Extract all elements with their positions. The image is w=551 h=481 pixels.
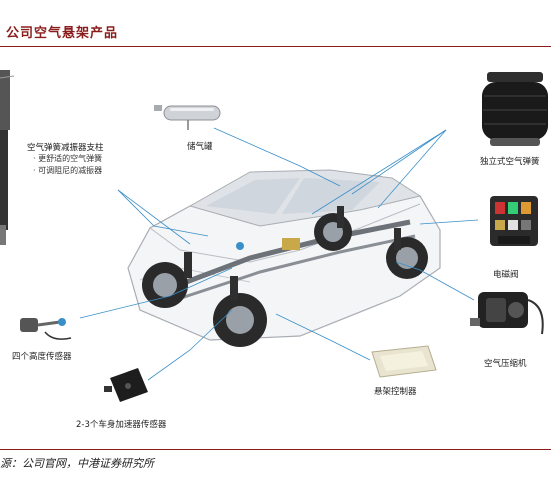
car-image	[127, 169, 441, 347]
controller-image	[371, 345, 437, 378]
air-strut-label: 空气弹簧减振器支柱	[27, 143, 104, 153]
standalone-spring-image	[482, 72, 548, 146]
top-divider	[0, 46, 551, 47]
height-sensor-image	[20, 318, 72, 340]
standalone-spring-label: 独立式空气弹簧	[480, 157, 540, 167]
suspension-diagram	[0, 70, 548, 402]
reservoir-label: 储气罐	[187, 142, 213, 152]
controller-label: 悬架控制器	[374, 387, 417, 397]
compressor-label: 空气压缩机	[484, 359, 527, 369]
air-strut-feature-2: · 可调阻尼的减振器	[33, 166, 103, 175]
air-strut-feature-1: · 更舒适的空气弹簧	[33, 154, 103, 163]
page-title: 公司空气悬架产品	[6, 26, 119, 41]
accel-sensor-label: 2-3个车身加速器传感器	[76, 420, 167, 430]
solenoid-valve-image	[490, 196, 538, 246]
bottom-divider	[0, 449, 551, 450]
height-sensor-label: 四个高度传感器	[12, 352, 72, 362]
compressor-image	[470, 292, 544, 335]
solenoid-valve-label: 电磁阀	[493, 270, 519, 280]
reservoir-image	[154, 105, 221, 130]
source-note: 源：公司官网，中港证券研究所	[0, 457, 154, 470]
accel-sensor-image	[104, 368, 148, 402]
leader-lines	[79, 127, 479, 381]
air-strut-image	[0, 70, 15, 245]
